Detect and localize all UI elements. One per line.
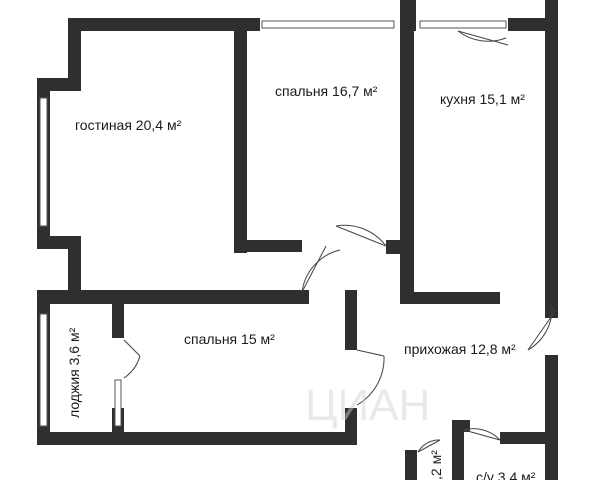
room-label-kitchen: кухня 15,1 м² [440,91,525,107]
room-label-bathroom: с/у 3,4 м² [476,469,536,480]
window-loggia-inner [114,379,122,427]
room-label-bedroom2: спальня 15 м² [184,331,275,347]
room-label-living: гостиная 20,4 м² [75,117,182,133]
room-label-wc-small: ,2 м² [428,450,444,480]
room-label-bedroom1: спальня 16,7 м² [275,83,378,99]
window-loggia-left [39,313,48,427]
window-living-top [261,20,395,29]
watermark: ЦИАН [305,381,430,430]
room-label-hall: прихожая 12,8 м² [404,341,516,357]
doors [123,30,557,453]
window-kitchen-top [419,20,507,29]
window-living-left [39,97,48,227]
room-label-loggia: лоджия 3,6 м² [66,327,82,418]
windows [39,20,507,427]
